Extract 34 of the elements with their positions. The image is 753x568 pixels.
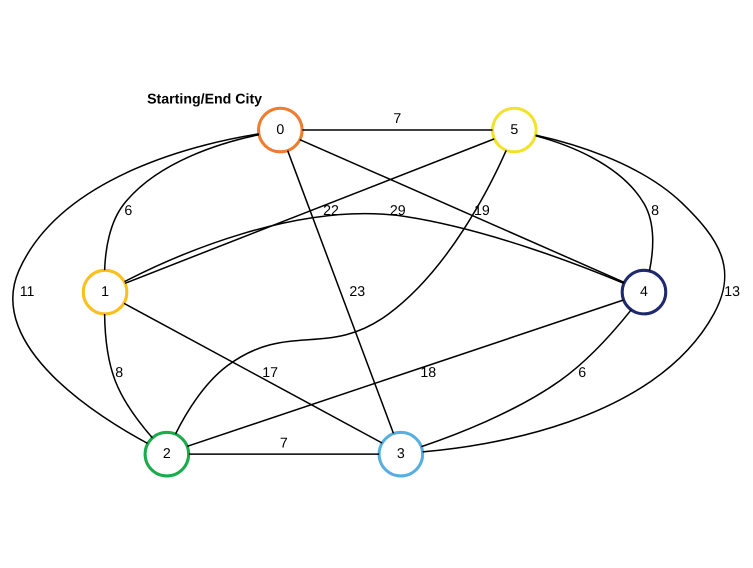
edge-label: 6 [578, 364, 586, 380]
connector [302, 128, 493, 130]
edge-label: 11 [20, 283, 34, 300]
connector [422, 134, 726, 452]
node-circle: 2 [144, 430, 190, 477]
node-label: Starting/End City [147, 90, 262, 107]
node-circle: 4 [620, 268, 668, 315]
connector [300, 138, 625, 283]
edge-label: 7 [393, 110, 402, 127]
edge-label: 8 [651, 202, 660, 218]
edge-label: 13 [724, 283, 740, 300]
connector [535, 134, 654, 270]
node-circle: 0 [257, 106, 304, 153]
node-circle: 1 [82, 268, 128, 315]
edge-label: 18 [420, 364, 436, 380]
node-circle: 3 [378, 430, 424, 477]
connector [124, 138, 495, 284]
edge-label: 23 [349, 283, 366, 300]
edge-label: 8 [115, 364, 124, 380]
edge-label: 6 [124, 202, 132, 218]
connector [421, 308, 632, 447]
connector [188, 452, 380, 454]
node-circle: 5 [491, 106, 538, 153]
connector [286, 150, 394, 434]
connector [12, 132, 259, 444]
connector [174, 150, 507, 434]
connector [124, 212, 624, 284]
connector [187, 298, 624, 447]
connector [124, 302, 382, 444]
edge-label: 7 [280, 434, 288, 451]
connector [104, 313, 153, 438]
connector [104, 133, 260, 270]
edge-label: 17 [262, 364, 278, 380]
edge-label: 19 [474, 202, 490, 218]
